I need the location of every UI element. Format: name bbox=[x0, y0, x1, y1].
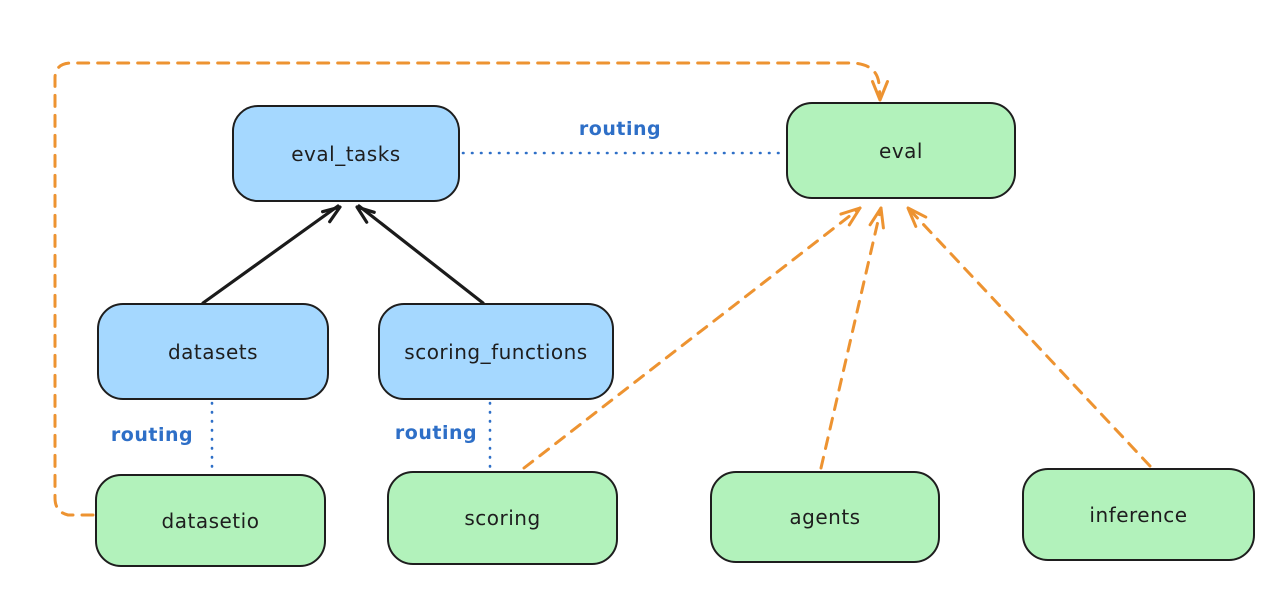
edge-datasets-to-eval-tasks bbox=[201, 204, 340, 305]
edge-label-routing-scoring-functions-scoring: routing bbox=[394, 422, 478, 444]
node-inference: inference bbox=[1022, 468, 1255, 561]
arrowhead-agents-to-eval bbox=[868, 206, 885, 230]
arrowhead-scoring-to-eval bbox=[839, 206, 862, 227]
edge-label-routing-datasets-datasetio: routing bbox=[110, 424, 194, 446]
arrowhead-datasets-to-eval-tasks bbox=[321, 205, 342, 224]
arrowhead-inference-to-eval bbox=[906, 206, 928, 228]
edge-scoring-functions-to-eval-tasks bbox=[357, 204, 485, 305]
edge-scoring-to-eval-dashed bbox=[522, 206, 862, 470]
node-eval-tasks: eval_tasks bbox=[232, 105, 460, 202]
node-scoring: scoring bbox=[387, 471, 618, 565]
node-datasets: datasets bbox=[97, 303, 329, 400]
arrowhead-datasetio-to-eval bbox=[871, 80, 889, 102]
node-datasetio: datasetio bbox=[95, 474, 326, 567]
node-eval: eval bbox=[786, 102, 1016, 199]
node-scoring-functions: scoring_functions bbox=[378, 303, 614, 400]
edge-label-routing-eval-tasks-eval: routing bbox=[578, 118, 662, 140]
edge-agents-to-eval-dashed bbox=[819, 206, 883, 470]
arrowhead-scoring-functions-to-eval-tasks bbox=[355, 205, 376, 224]
edge-inference-to-eval-dashed bbox=[906, 206, 1152, 468]
node-agents: agents bbox=[710, 471, 940, 563]
edge-datasetio-to-eval-dashed bbox=[53, 61, 882, 517]
